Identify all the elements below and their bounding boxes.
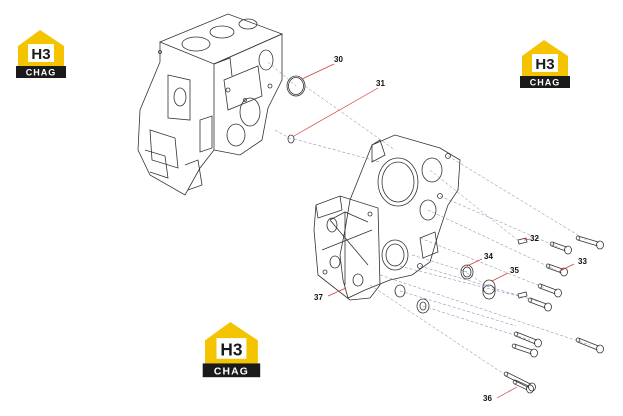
callout-31: 31 (293, 79, 385, 137)
bolt (512, 379, 534, 394)
logo-word: CHAG (530, 78, 561, 88)
timing-gear-housing (339, 134, 461, 299)
callout-30: 30 (301, 55, 343, 80)
callout-37: 37 (314, 287, 347, 302)
logo-word: CHAG (26, 68, 57, 78)
logo-mark: H3 (535, 56, 554, 73)
logo-word-band (16, 66, 66, 78)
bolt (527, 297, 552, 312)
svg-text:36: 36 (483, 394, 492, 403)
callout-32: 32 (523, 234, 539, 243)
logo-word-band (202, 363, 261, 378)
bolt (575, 235, 604, 250)
seal-ring-part (460, 264, 474, 280)
logo-mark: H3 (31, 46, 50, 63)
logo-word: CHAG (214, 366, 249, 377)
bolt (511, 343, 538, 358)
svg-text:37: 37 (314, 293, 323, 302)
dowel-pin-part (287, 134, 295, 144)
logo-word-band (520, 76, 570, 88)
callout-35: 35 (491, 266, 519, 282)
assembly-guide-lines (267, 61, 591, 379)
callout-33: 33 (557, 257, 587, 273)
logo-mark: H3 (220, 339, 242, 359)
pin-part-32 (517, 237, 528, 245)
svg-text:35: 35 (510, 266, 519, 275)
bolt (575, 337, 604, 354)
front-cover-plate (313, 195, 381, 301)
bolt (503, 371, 536, 392)
bolt (549, 241, 572, 255)
bolt (537, 283, 562, 298)
svg-text:34: 34 (484, 252, 493, 261)
small-o-ring-part (394, 284, 406, 298)
callout-labels: 30 31 32 33 34 35 36 37 (293, 55, 587, 403)
bolt-set (503, 235, 604, 394)
svg-text:33: 33 (578, 257, 587, 266)
callout-34: 34 (466, 252, 493, 267)
callout-36: 36 (483, 386, 518, 403)
logo-window (28, 44, 54, 62)
bolt (545, 263, 568, 277)
bolt (513, 331, 542, 348)
svg-text:31: 31 (376, 79, 385, 88)
logo-window (216, 338, 247, 359)
engine-block (137, 13, 284, 196)
logo-window (532, 54, 558, 72)
pin-part-lower (517, 291, 528, 299)
washer-part (416, 298, 430, 314)
svg-text:32: 32 (530, 234, 539, 243)
svg-text:30: 30 (334, 55, 343, 64)
